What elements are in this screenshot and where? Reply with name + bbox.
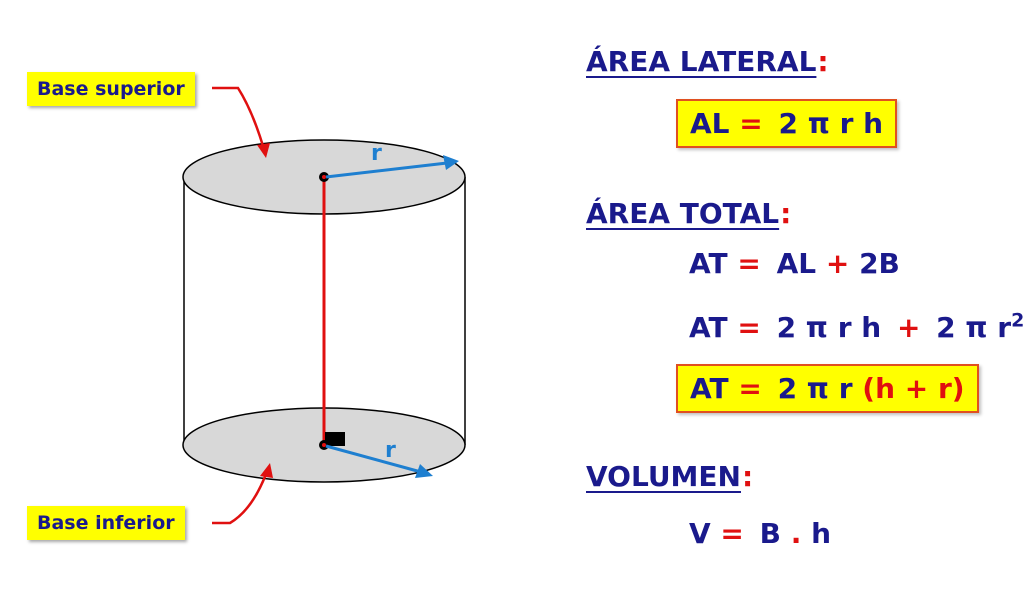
v-term2: h [811, 517, 832, 550]
at3-lhs: AT [690, 372, 729, 405]
v-term1: B [759, 517, 781, 550]
at3-term1: 2 π r [777, 372, 853, 405]
pointer-arrowhead-top [257, 143, 270, 158]
bottom-radius-arrow [325, 444, 422, 474]
pointer-arrowhead-bottom [260, 463, 273, 478]
right-angle-mark [325, 432, 345, 446]
area-lateral-colon: : [817, 45, 829, 78]
top-radius-arrowhead [443, 155, 459, 170]
radius-label-bottom: r [385, 438, 396, 463]
volumen-formula: V = B . h [689, 517, 831, 550]
area-lateral-title: ÁREA LATERAL [586, 45, 817, 78]
at2-plus: + [896, 311, 921, 344]
at1-lhs: AT [689, 247, 728, 280]
at3-close-paren: ) [951, 372, 965, 405]
area-total-heading: ÁREA TOTAL: [586, 197, 791, 230]
pointer-arrow-bottom [212, 473, 268, 525]
bottom-center-dot-inner [322, 443, 326, 447]
at2-term2: 2 π r [936, 311, 1012, 344]
pointer-arrow-top [212, 86, 265, 147]
area-total-colon: : [780, 197, 792, 230]
area-lateral-formula: AL = 2 π r h [676, 99, 898, 148]
at3-r: r [937, 372, 952, 405]
top-radius-arrow [325, 161, 448, 179]
v-dot: . [790, 517, 802, 550]
top-center-dot-inner [322, 175, 326, 179]
at3-plus: + [904, 372, 929, 405]
area-total-title: ÁREA TOTAL [586, 197, 780, 230]
at3-equals: = [738, 372, 762, 405]
radius-label-top: r [371, 141, 382, 166]
bottom-radius-arrowhead [415, 464, 433, 478]
al-rhs: 2 π r h [778, 107, 884, 140]
at2-equals: = [737, 311, 761, 344]
al-equals: = [739, 107, 763, 140]
at3-h: h [875, 372, 895, 405]
at-formula-line3: AT = 2 π r (h + r) [676, 364, 979, 413]
base-inferior-label: Base inferior [27, 506, 185, 540]
volumen-title: VOLUMEN [586, 460, 741, 493]
v-equals: = [720, 517, 744, 550]
at1-equals: = [737, 247, 761, 280]
at1-term2: 2B [859, 247, 900, 280]
base-superior-label: Base superior [27, 72, 195, 106]
at2-term1: 2 π r h [776, 311, 882, 344]
at3-open-paren: ( [862, 372, 876, 405]
volumen-colon: : [741, 460, 754, 493]
at1-term1: AL [776, 247, 817, 280]
area-lateral-heading: ÁREA LATERAL: [586, 45, 829, 78]
al-lhs: AL [690, 107, 730, 140]
v-lhs: V [689, 517, 711, 550]
at-formula-line1: AT = AL + 2B [689, 247, 900, 280]
volumen-heading: VOLUMEN: [586, 460, 753, 493]
at-formula-line2: AT = 2 π r h + 2 π r2 [689, 311, 1024, 344]
at2-lhs: AT [689, 311, 728, 344]
at1-plus: + [825, 247, 850, 280]
at2-exponent: 2 [1011, 309, 1024, 332]
